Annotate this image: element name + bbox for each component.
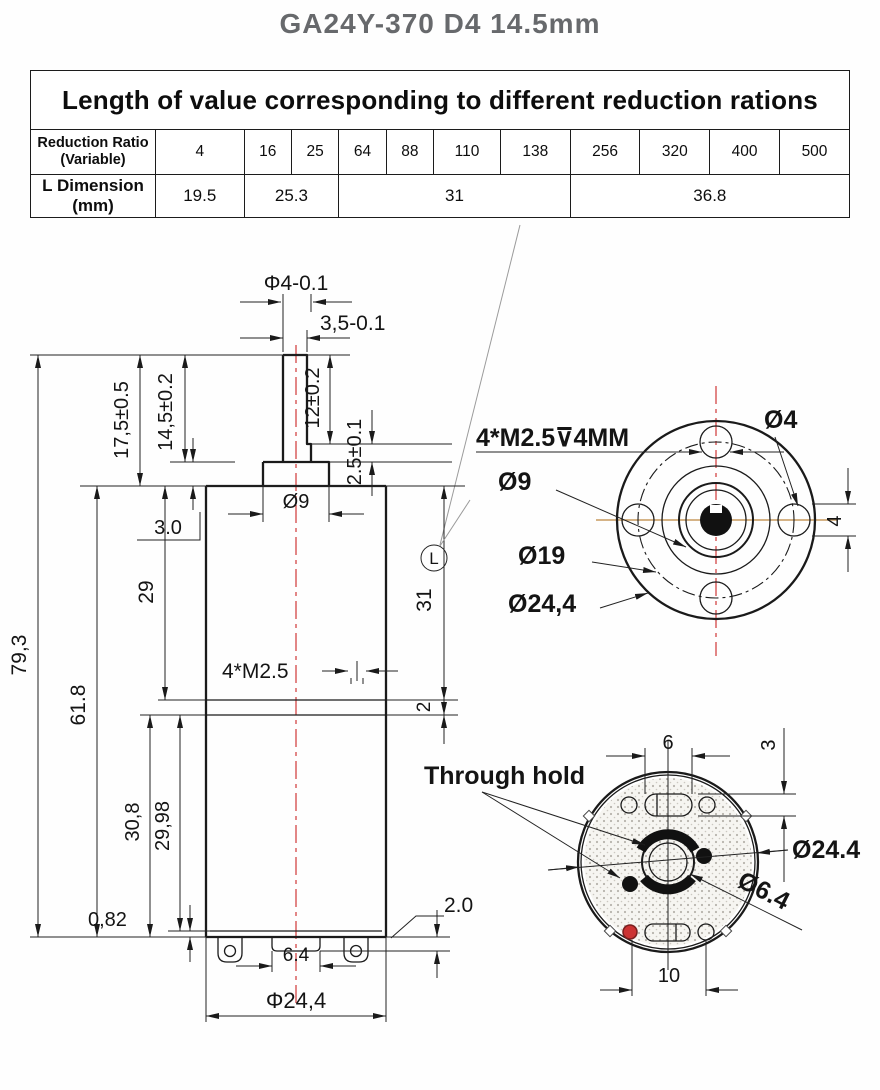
through-hole: [622, 876, 638, 892]
screw-hole: [699, 425, 733, 459]
l-value-cell: 36.8: [569, 174, 851, 218]
dim-cap: 2.0: [444, 894, 473, 917]
dim-boss-h: 3.0: [154, 517, 182, 539]
dim-total-h: 79,3: [8, 635, 31, 676]
ratio-cell: 500: [779, 129, 850, 175]
dim-gearbox-h: 31: [413, 588, 436, 611]
ratio-row-label: Reduction Ratio (Variable): [30, 129, 156, 175]
bolt-circle: [637, 441, 795, 599]
callout-screws-depth: 4*M2.5⊽4MM: [476, 424, 629, 452]
terminal-hole: [223, 944, 237, 958]
dim-h175: 17,5±0.5: [111, 381, 133, 459]
dim-h29: 29: [135, 580, 158, 603]
dim-h082: 0,82: [88, 909, 127, 931]
dim-slot-h: 3: [758, 739, 780, 750]
dim-h2998: 29,98: [152, 801, 174, 851]
rear-view: Through hold 6 3 Ø24.4 Ø6.4 10: [424, 728, 860, 996]
dim-hole-4: 4: [824, 515, 846, 526]
dim-screws: 4*M2.5: [222, 660, 289, 683]
l-value-cell: 25.3: [243, 174, 340, 218]
dim-motor-h: 30,8: [122, 803, 144, 842]
ratio-cell: 138: [499, 129, 571, 175]
l-value-cell: 19.5: [155, 174, 245, 218]
l-value-cell: 31: [338, 174, 571, 218]
ratio-cell: 88: [385, 129, 435, 175]
l-mark: L: [429, 549, 438, 568]
screw-hole: [699, 581, 733, 615]
callout-outer-dia: Ø24,4: [508, 590, 576, 618]
table-leader-line: [439, 224, 521, 546]
index-dot: [622, 924, 638, 940]
l-dimension-row-label: L Dimension (mm): [30, 174, 156, 218]
reduction-ratio-table: Length of value corresponding to differe…: [30, 70, 851, 218]
dim-h618: 61.8: [67, 685, 90, 726]
dim-body-dia: Φ24,4: [266, 988, 326, 1013]
dim-pin-pitch: 10: [658, 965, 680, 987]
page-title: GA24Y-370 D4 14.5mm: [279, 8, 601, 39]
table-header: Length of value corresponding to differe…: [30, 70, 850, 130]
dim-h12: 12±0.2: [302, 367, 324, 428]
callout-boss-dia: Ø9: [498, 468, 531, 496]
ratio-cell: 256: [569, 129, 641, 175]
ratio-row-label-line2: (Variable): [60, 152, 126, 168]
through-hold-label: Through hold: [424, 762, 585, 790]
dim-slot-w: 6: [662, 732, 673, 754]
dim-rear-outer-dia: Ø24.4: [792, 836, 860, 864]
dim-shaft-dia: Φ4-0.1: [264, 272, 329, 295]
dim-h25: 2.5±0.1: [344, 419, 366, 486]
flange-view: 4*M2.5⊽4MM Ø4 Ø9 Ø19 Ø24,4 4: [476, 386, 856, 656]
ratio-row-label-line1: Reduction Ratio: [37, 135, 149, 152]
dim-h145: 14,5±0.2: [155, 373, 177, 451]
dim-h2: 2: [414, 702, 435, 713]
dim-bump-w: 6.4: [283, 945, 310, 966]
through-hole: [696, 848, 712, 864]
ratio-cell: 64: [338, 129, 387, 175]
side-view: Φ4-0.1 3,5-0.1 17,5±0.5 14,5±0.2 12±0.2 …: [8, 272, 473, 1022]
l-reference-circle: [420, 544, 448, 572]
output-shaft: [700, 504, 732, 536]
dim-shaft-flat: 3,5-0.1: [320, 312, 385, 335]
screw-hole: [621, 503, 655, 537]
callout-hole-dia: Ø4: [764, 406, 797, 434]
callout-bolt-circle: Ø19: [518, 542, 565, 570]
dim-boss-dia: Ø9: [283, 491, 310, 513]
